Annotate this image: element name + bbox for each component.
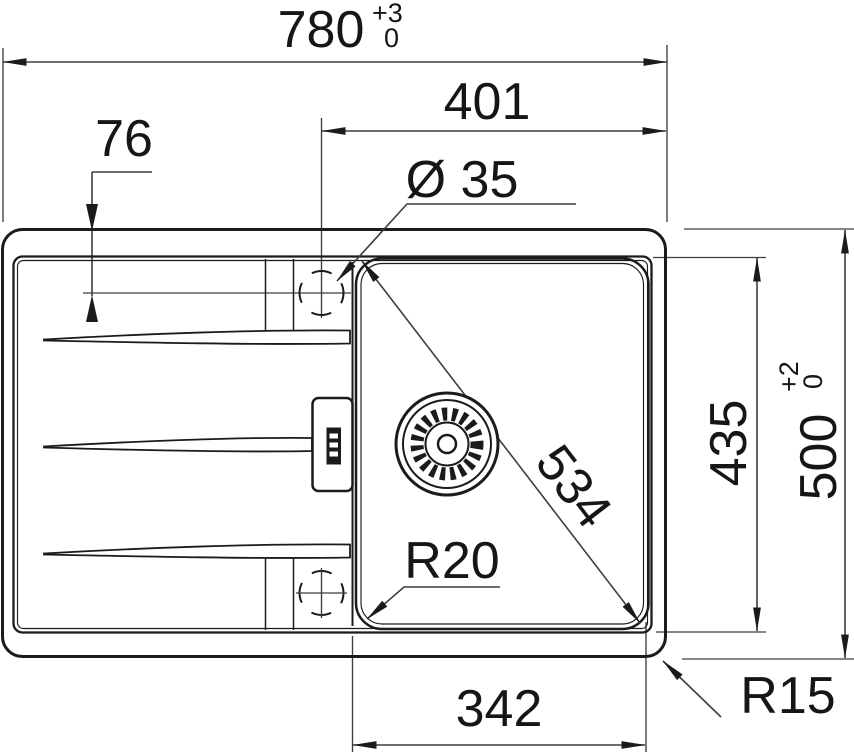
dim-342-label: 342 (456, 680, 543, 738)
tap-hole-top-circle (298, 270, 345, 316)
bowl (351, 257, 650, 631)
dim-76-arrow-down (86, 204, 98, 231)
drain-strainer (394, 391, 500, 497)
dim-435-label: 435 (700, 400, 758, 487)
drain-groove-middle (43, 436, 313, 453)
extension-lines (2, 45, 854, 752)
overflow-fitting (311, 396, 354, 493)
dim-76-label: 76 (95, 110, 153, 168)
dim-line-534-diagonal (361, 260, 641, 624)
drain-center-disc (424, 421, 470, 467)
dim-401-label: 401 (444, 73, 531, 131)
dim-500-label: 500 (790, 414, 848, 501)
drain-center-hole (436, 433, 458, 455)
sink-outline (1, 228, 667, 658)
drain-strainer-spokes (410, 407, 484, 481)
dim-500-tolerance-lower: 0 (798, 374, 828, 389)
overflow-slot-gap (329, 451, 338, 457)
dimension-labels: 780 +3 0 401 76 Ø 35 534 435 500 +2 0 R2… (95, 0, 848, 738)
dim-780-label: 780 (278, 1, 365, 59)
sink-outer-edge (1, 228, 667, 658)
dim-r15-label: R15 (740, 667, 835, 725)
tap-hole-bottom (296, 568, 347, 618)
sink-rim-outer (12, 255, 653, 634)
dim-780-tolerance-upper: +3 (372, 0, 403, 28)
leader-r15 (662, 660, 722, 718)
dim-500-tolerance-upper: +2 (774, 361, 804, 392)
bowl-edge-outer (354, 257, 650, 631)
overflow-slot-gap (329, 442, 338, 448)
dimension-lines (2, 58, 849, 749)
leader-r20 (366, 586, 500, 620)
drainboard (43, 259, 351, 630)
tap-hole-top (298, 270, 345, 316)
leader-diameter-35 (336, 203, 576, 282)
dim-diameter-35-label: Ø 35 (406, 151, 519, 209)
overflow-slot-gap (329, 433, 338, 439)
dim-780-tolerance-lower: 0 (384, 23, 399, 53)
dim-r20-label: R20 (404, 532, 499, 590)
dim-76-arrow-up (86, 295, 98, 322)
drain-groove-top (43, 329, 351, 345)
drain-second-ring (402, 399, 492, 489)
dim-534-label: 534 (524, 435, 623, 539)
leader-lines (336, 203, 722, 718)
drain-groove-bottom (43, 543, 351, 559)
